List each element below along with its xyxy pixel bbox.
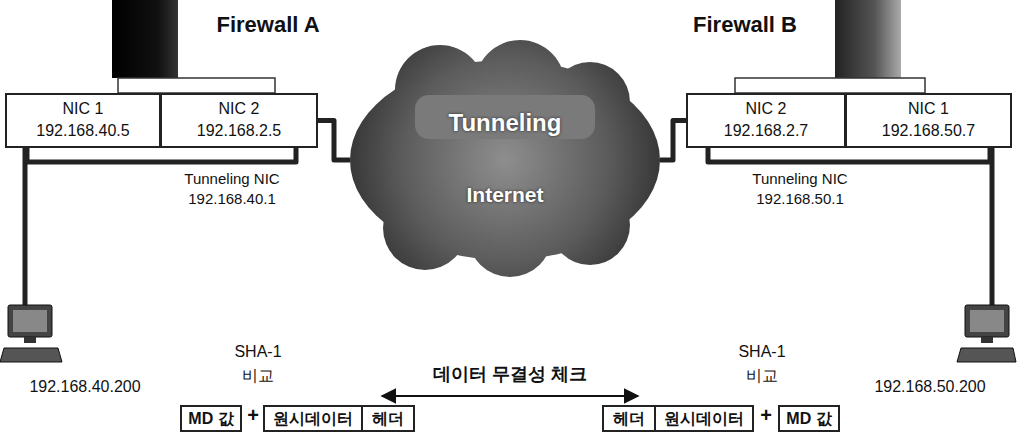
plus-sign: + — [247, 404, 259, 427]
interface-name: Tunneling NIC — [752, 170, 847, 187]
field-name: 헤더 — [604, 407, 654, 430]
nic-cell: NIC 1192.168.50.7 — [845, 93, 1012, 148]
field-name: MD 값 — [780, 407, 838, 430]
hash-label: SHA-1 — [738, 343, 785, 361]
nic-cell: NIC 2192.168.2.5 — [160, 93, 318, 148]
interface-name: Tunneling NIC — [184, 170, 279, 187]
cloud-text: Internet — [350, 181, 660, 209]
device-title: Firewall B — [693, 12, 797, 38]
field-name: MD 값 — [182, 407, 240, 430]
ip-address: 192.168.50.1 — [756, 190, 844, 207]
tunnel-link — [660, 121, 686, 161]
packet-field: 헤더 — [602, 405, 656, 432]
tunnel-link — [318, 121, 350, 161]
tunnel-link — [708, 148, 990, 162]
ip-address: 192.168.50.200 — [874, 378, 985, 396]
packet-field: MD 값 — [180, 405, 242, 432]
ip-address: 192.168.2.5 — [162, 120, 316, 142]
ip-address: 192.168.40.1 — [188, 190, 276, 207]
device-title: Firewall A — [216, 12, 319, 38]
ip-address: 192.168.50.7 — [847, 120, 1010, 142]
field-name: 원시데이터 — [656, 407, 752, 430]
field-name: 헤더 — [363, 407, 413, 430]
cloud-shape — [350, 40, 660, 280]
ip-address: 192.168.2.7 — [688, 120, 844, 142]
packet-field: 원시데이터 — [654, 405, 754, 432]
integrity-label: 데이터 무결성 체크 — [433, 362, 587, 386]
plus-sign: + — [760, 404, 772, 427]
hash-label: 비교 — [746, 366, 778, 387]
nic-name: NIC 2 — [688, 98, 844, 120]
hash-label: 비교 — [242, 366, 274, 387]
nic-cell: NIC 2192.168.2.7 — [686, 93, 846, 148]
ip-address: 192.168.40.5 — [7, 120, 159, 142]
pc-icon — [0, 305, 62, 362]
packet-field: 원시데이터 — [263, 405, 363, 432]
nic-cell: NIC 1192.168.40.5 — [5, 93, 161, 148]
internet-cloud: TunnelingInternet — [350, 40, 660, 280]
hash-label: SHA-1 — [234, 343, 281, 361]
pc-icon — [957, 305, 1016, 362]
network-wire — [23, 148, 28, 305]
nic-name: NIC 1 — [847, 98, 1010, 120]
packet-field: 헤더 — [361, 405, 415, 432]
tunnel-link — [27, 148, 296, 162]
nic-name: NIC 2 — [162, 98, 316, 120]
field-name: 원시데이터 — [265, 407, 361, 430]
ip-address: 192.168.40.200 — [29, 378, 140, 396]
double-arrow — [382, 395, 638, 397]
network-wire — [990, 148, 995, 305]
packet-field: MD 값 — [778, 405, 840, 432]
nic-name: NIC 1 — [7, 98, 159, 120]
cloud-text: Tunneling — [350, 107, 660, 139]
